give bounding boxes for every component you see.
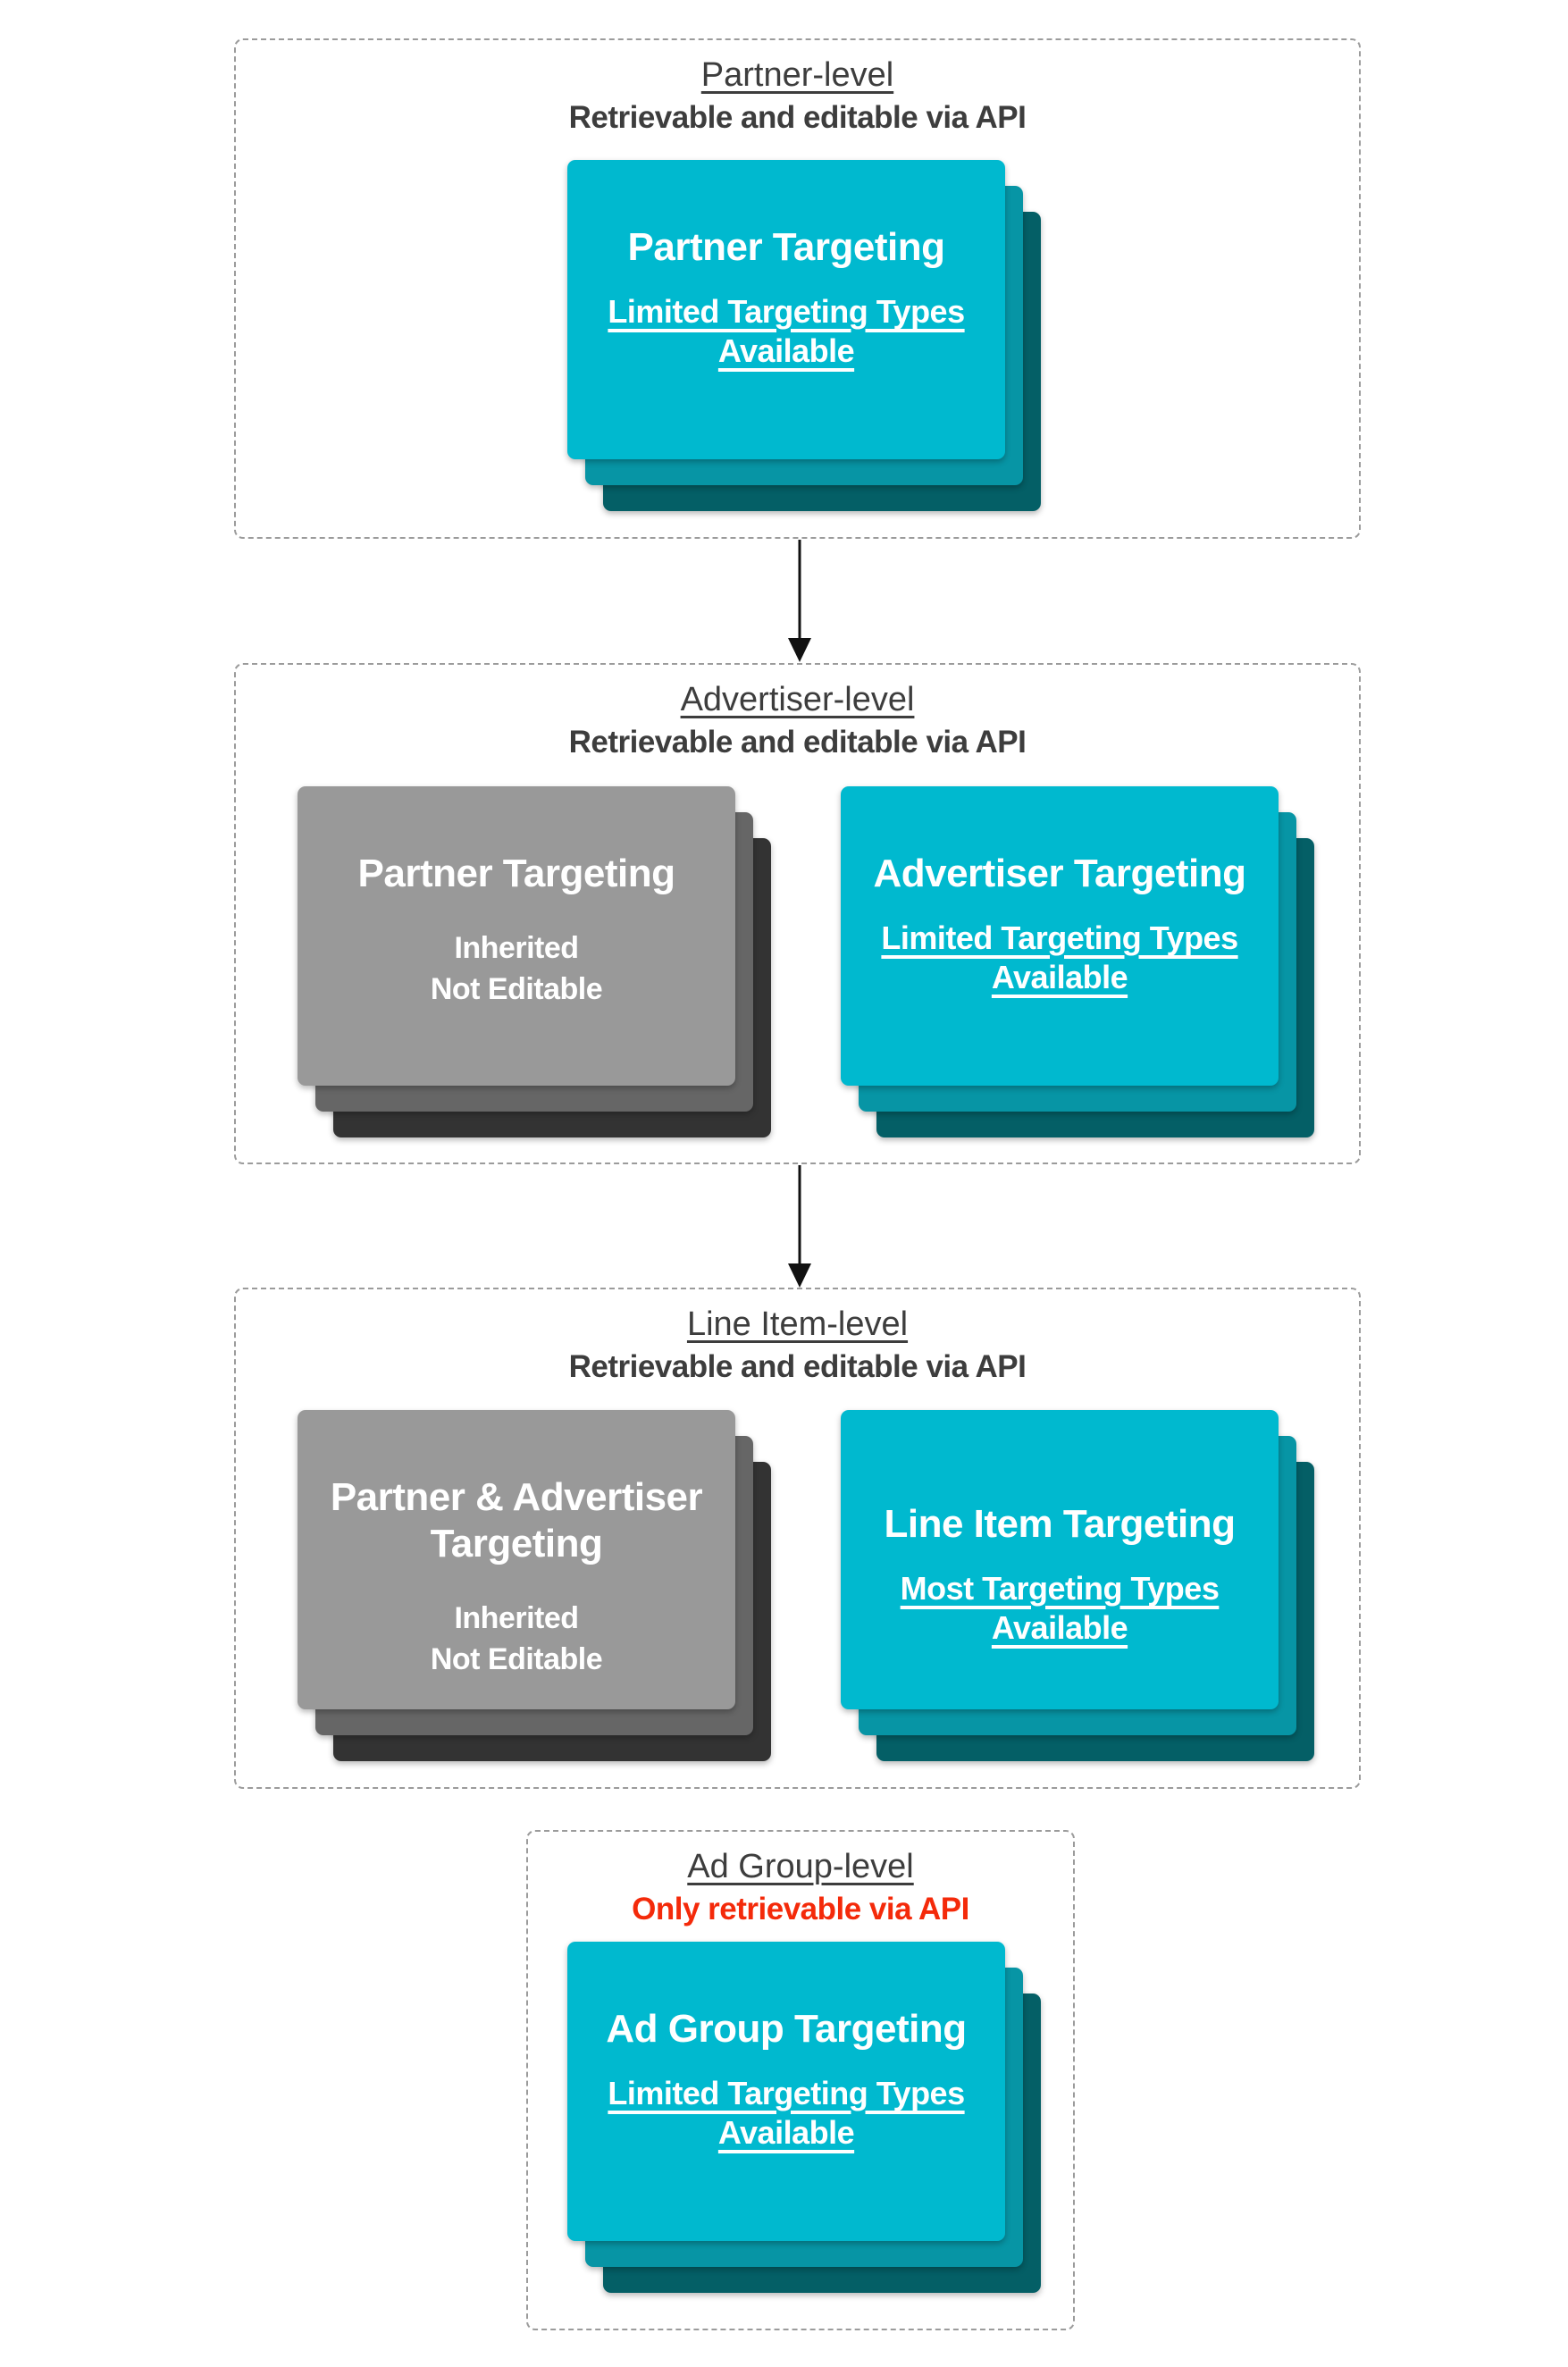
partner-targeting-card: Partner Targeting Limited Targeting Type… [567, 160, 1005, 459]
card-title: Line Item Targeting [884, 1502, 1236, 1546]
section-ad-group-subtitle: Only retrievable via API [632, 1892, 969, 1926]
section-advertiser-subtitle: Retrievable and editable via API [568, 725, 1027, 760]
section-line-item-subtitle: Retrievable and editable via API [568, 1349, 1027, 1384]
arrow-head [788, 638, 811, 662]
arrow-line [798, 540, 801, 640]
section-partner-title: Partner-level [700, 56, 894, 94]
section-advertiser-level: Advertiser-level Retrievable and editabl… [234, 663, 1361, 1164]
arrow-line [798, 1165, 801, 1265]
section-partner-subtitle: Retrievable and editable via API [568, 100, 1027, 135]
card-title: Ad Group Targeting [606, 2007, 967, 2051]
partner-targeting-card-stack: Partner Targeting Limited Targeting Type… [567, 160, 1041, 511]
ad-group-targeting-card: Ad Group Targeting Limited Targeting Typ… [567, 1942, 1005, 2241]
section-line-item-level: Line Item-level Retrievable and editable… [234, 1288, 1361, 1789]
ad-group-targeting-card-stack: Ad Group Targeting Limited Targeting Typ… [567, 1942, 1041, 2293]
arrow-head [788, 1263, 811, 1288]
section-ad-group-header: Ad Group-level Only retrievable via API [528, 1844, 1073, 1930]
flow-arrow-2 [788, 1165, 811, 1288]
card-title: Partner Targeting [627, 225, 945, 269]
section-ad-group-level: Ad Group-level Only retrievable via API [526, 1830, 1075, 2330]
card-title: Partner Targeting [357, 852, 675, 895]
section-line-item-header: Line Item-level Retrievable and editable… [236, 1302, 1359, 1388]
line-item-targeting-card-stack: Line Item Targeting Most Targeting Types… [841, 1410, 1314, 1761]
advertiser-targeting-card: Advertiser Targeting Limited Targeting T… [841, 786, 1279, 1086]
advertiser-targeting-card-stack: Advertiser Targeting Limited Targeting T… [841, 786, 1314, 1137]
section-line-item-title: Line Item-level [686, 1305, 909, 1343]
section-partner-level: Partner-level Retrievable and editable v… [234, 38, 1361, 539]
section-ad-group-title: Ad Group-level [687, 1848, 914, 1885]
section-partner-header: Partner-level Retrievable and editable v… [236, 53, 1359, 138]
section-advertiser-header: Advertiser-level Retrievable and editabl… [236, 677, 1359, 763]
section-advertiser-title: Advertiser-level [680, 681, 915, 718]
card-title: Advertiser Targeting [873, 852, 1246, 895]
flow-arrow-1 [788, 540, 811, 662]
line-item-targeting-card: Line Item Targeting Most Targeting Types… [841, 1410, 1279, 1709]
